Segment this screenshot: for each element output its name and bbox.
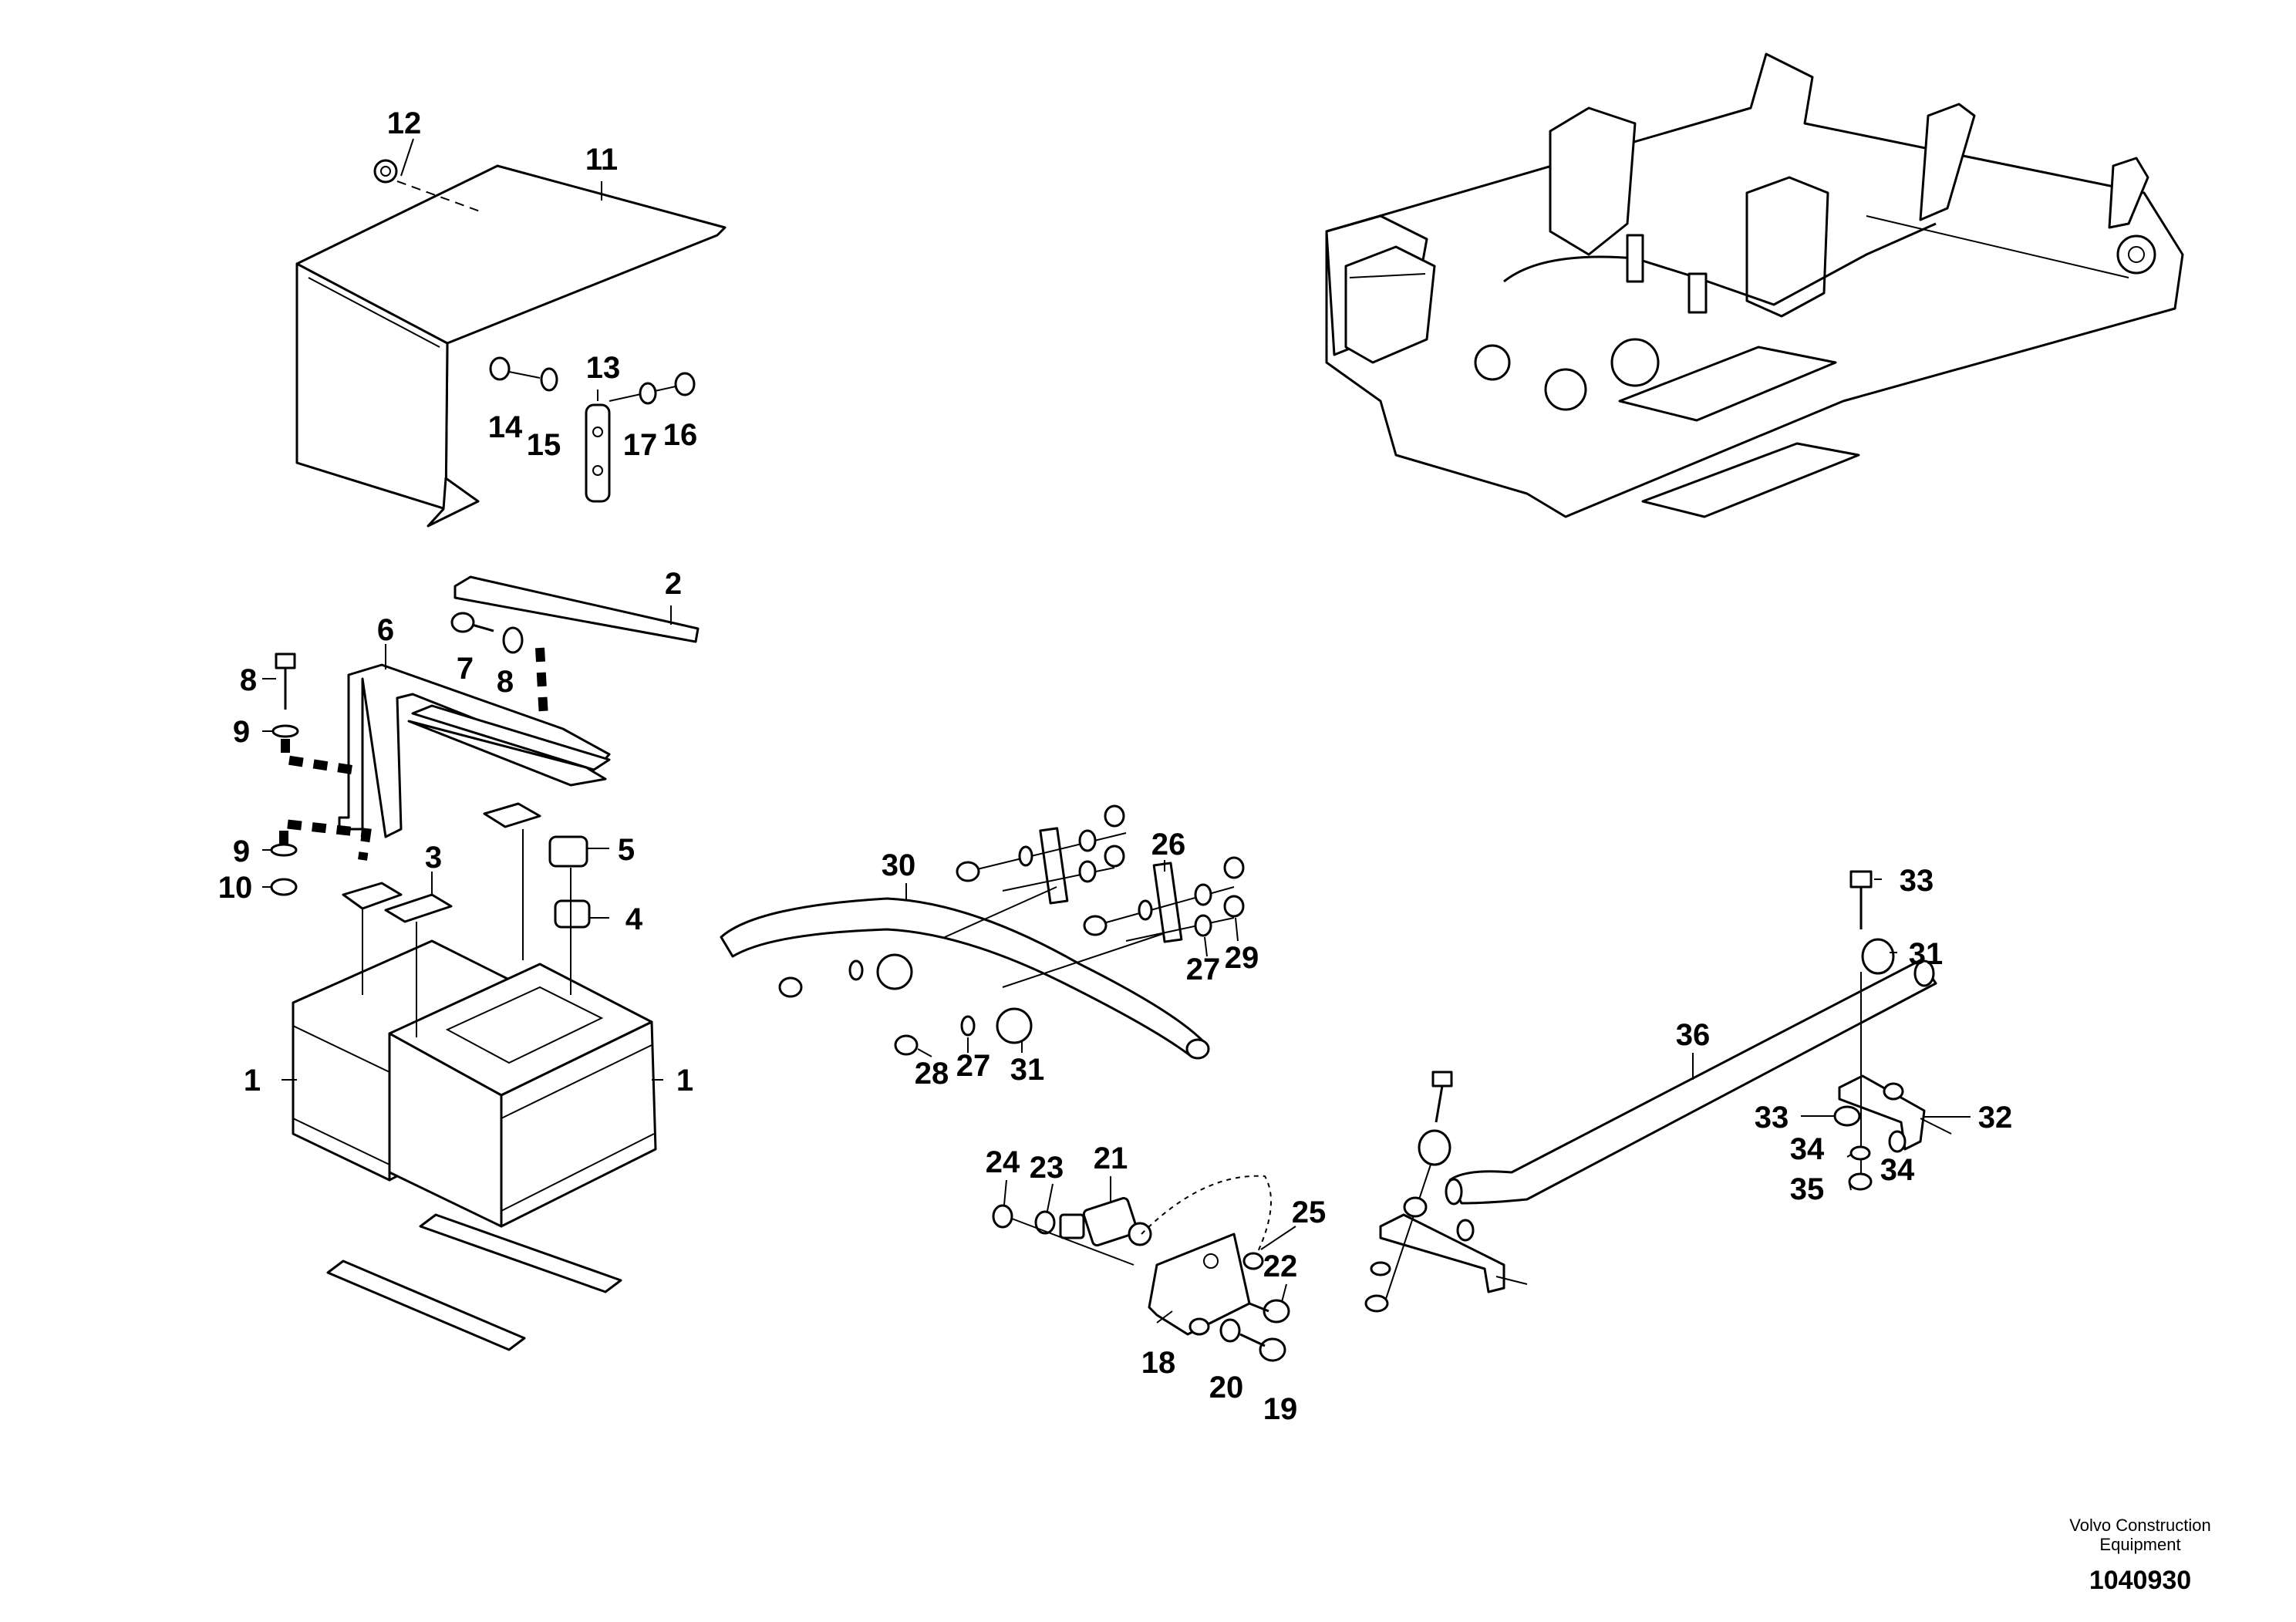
callout-7: 7	[457, 652, 474, 686]
callout-33-lower: 33	[1755, 1101, 1789, 1135]
fasteners-26-29	[778, 804, 1245, 1056]
bolt-8-left	[270, 653, 299, 896]
callout-5: 5	[618, 833, 635, 867]
callout-11: 11	[585, 143, 618, 177]
callout-19: 19	[1263, 1392, 1298, 1426]
clamp-bracket-lower	[1379, 1213, 1528, 1293]
callout-34-left: 34	[1790, 1132, 1825, 1166]
callout-25: 25	[1292, 1195, 1327, 1229]
cable-guide-tube-36	[1445, 959, 1937, 1206]
callout-35: 35	[1790, 1172, 1825, 1206]
callout-1-left: 1	[244, 1064, 261, 1098]
callout-12: 12	[387, 106, 422, 140]
callout-9-lower: 9	[233, 835, 250, 868]
callout-4: 4	[625, 902, 643, 936]
callout-26: 26	[1151, 828, 1186, 862]
callout-3: 3	[425, 841, 442, 875]
nut-12	[373, 159, 398, 184]
callout-28: 28	[915, 1057, 949, 1091]
battery-pads	[326, 1213, 622, 1351]
hold-down-bracket	[338, 663, 611, 838]
callout-16: 16	[663, 418, 698, 452]
battery-disconnect-switch	[992, 1175, 1290, 1362]
callout-27-upper: 27	[1186, 953, 1221, 986]
callout-1-right: 1	[676, 1064, 693, 1098]
callout-6: 6	[377, 613, 394, 647]
callout-27-lower: 27	[956, 1049, 991, 1083]
callout-10: 10	[218, 871, 253, 905]
callout-23: 23	[1030, 1151, 1064, 1185]
callout-36: 36	[1676, 1018, 1711, 1052]
callout-15: 15	[527, 428, 561, 462]
callout-labels: 1 1 2 3 4 5 6 7 8 8 9 9 10 11 12 13 14 1…	[218, 106, 2013, 1426]
callout-22: 22	[1263, 1249, 1298, 1283]
fasteners-31-35	[1364, 870, 1907, 1313]
hinge-assembly	[489, 356, 696, 503]
callout-33-upper: 33	[1900, 864, 1934, 898]
callout-9-upper: 9	[233, 715, 250, 749]
brand-line-1: Volvo Construction	[2069, 1516, 2210, 1535]
callout-18: 18	[1141, 1346, 1176, 1380]
callout-24: 24	[986, 1145, 1020, 1179]
bolt-7	[450, 612, 524, 654]
terminal-covers	[342, 802, 591, 1037]
callout-31-left: 31	[1010, 1053, 1045, 1087]
callout-21: 21	[1094, 1141, 1128, 1175]
brand-line-2: Equipment	[2099, 1535, 2180, 1554]
callout-32: 32	[1978, 1101, 2013, 1135]
battery-cover	[295, 164, 727, 528]
callout-34-right: 34	[1880, 1153, 1915, 1187]
leader-lines	[262, 138, 1971, 1324]
callout-17: 17	[623, 428, 658, 462]
callout-29: 29	[1225, 941, 1259, 975]
document-number: 1040930	[2089, 1566, 2191, 1595]
footer-brand-block: Volvo Construction Equipment 1040930	[2069, 1516, 2210, 1595]
callout-14: 14	[488, 410, 523, 444]
clamp-plates-26	[944, 827, 1235, 988]
callout-20: 20	[1209, 1371, 1244, 1404]
callout-8-left: 8	[240, 663, 257, 697]
callout-30: 30	[882, 848, 916, 882]
battery-right	[388, 963, 657, 1228]
machine-frame-overview	[1325, 52, 2184, 518]
callout-31-right: 31	[1909, 937, 1944, 971]
callout-2: 2	[665, 567, 682, 601]
callout-13: 13	[586, 351, 621, 385]
callout-8-right: 8	[497, 665, 514, 699]
tie-strip	[453, 575, 700, 643]
